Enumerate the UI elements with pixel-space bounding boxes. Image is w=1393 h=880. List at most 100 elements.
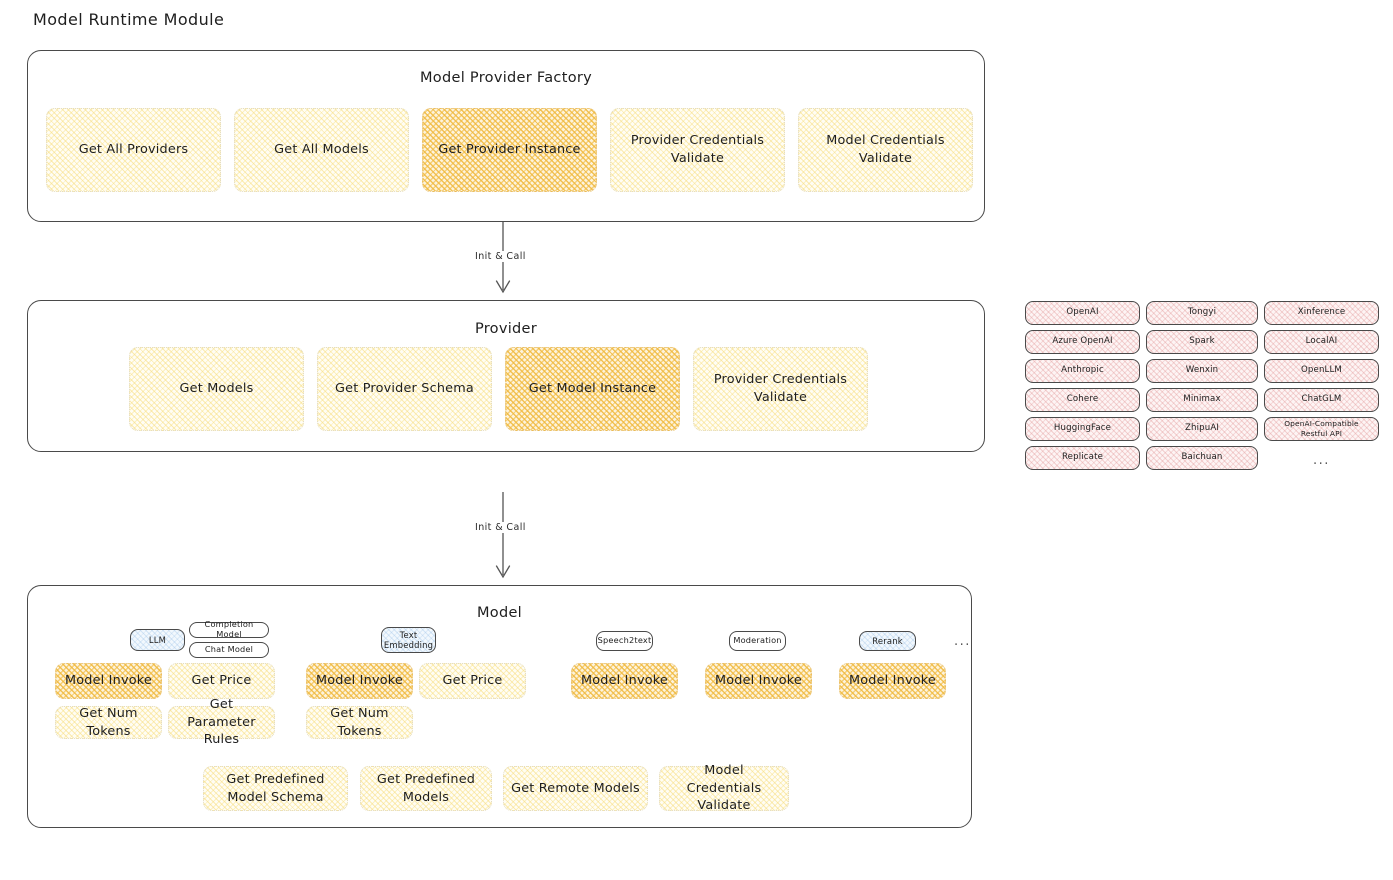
provider-chip-minimax[interactable]: Minimax	[1146, 388, 1258, 412]
chip-label: ChatGLM	[1301, 394, 1342, 405]
page-title: Model Runtime Module	[33, 10, 225, 29]
model-provider-factory-container: Model Provider Factory Get All Providers…	[27, 50, 985, 222]
badge-label: Text Embedding	[383, 629, 434, 651]
factory-node-model-credentials-validate[interactable]: Model Credentials Validate	[798, 108, 973, 192]
chip-label: Minimax	[1183, 394, 1221, 405]
node-label: Provider Credentials Validate	[713, 372, 848, 405]
arrow-factory-to-provider	[495, 222, 511, 294]
model-op-text-embedding-model-invoke[interactable]: Model Invoke	[306, 663, 413, 699]
model-type-badge-text-embedding[interactable]: Text Embedding	[381, 627, 436, 653]
model-op-speech2text-model-invoke[interactable]: Model Invoke	[571, 663, 678, 699]
model-op-llm-model-invoke[interactable]: Model Invoke	[55, 663, 162, 699]
model-types-more-ellipsis: ...	[954, 634, 971, 649]
model-common-op-get-remote-models[interactable]: Get Remote Models	[503, 766, 648, 811]
chip-label: Xinference	[1297, 307, 1346, 318]
model-common-op-get-predefined-model-schema[interactable]: Get Predefined Model Schema	[203, 766, 348, 811]
chip-label: Wenxin	[1185, 365, 1219, 376]
factory-node-get-all-providers[interactable]: Get All Providers	[46, 108, 221, 192]
chip-label: Azure OpenAI	[1052, 336, 1113, 347]
model-type-badge-moderation[interactable]: Moderation	[729, 631, 786, 651]
model-op-rerank-model-invoke[interactable]: Model Invoke	[839, 663, 946, 699]
provider-chip-spark[interactable]: Spark	[1146, 330, 1258, 354]
provider-chip-chatglm[interactable]: ChatGLM	[1264, 388, 1379, 412]
provider-chip-openai-compatible-restful-api[interactable]: OpenAI-Compatible Restful API	[1264, 417, 1379, 441]
provider-chip-wenxin[interactable]: Wenxin	[1146, 359, 1258, 383]
model-sub-badge-chat-model[interactable]: Chat Model	[189, 642, 269, 658]
badge-label: Speech2text	[597, 635, 652, 646]
factory-node-provider-credentials-validate[interactable]: Provider Credentials Validate	[610, 108, 785, 192]
node-label: Model Invoke	[580, 673, 668, 689]
model-sub-badge-completion-model[interactable]: Completion Model	[189, 619, 269, 639]
provider-chip-cohere[interactable]: Cohere	[1025, 388, 1140, 412]
provider-chip-openllm[interactable]: OpenLLM	[1264, 359, 1379, 383]
node-label: Get Remote Models	[511, 780, 640, 796]
chip-label: Baichuan	[1181, 452, 1223, 463]
node-label: Get Models	[179, 381, 254, 397]
model-type-badge-speech2text[interactable]: Speech2text	[596, 631, 653, 651]
model-op-llm-get-price[interactable]: Get Price	[168, 663, 275, 699]
node-label: Get All Models	[274, 142, 369, 158]
chip-label: Tongyi	[1187, 307, 1217, 318]
node-label: Get Predefined Models	[376, 771, 476, 805]
node-label: Get Model Instance	[528, 381, 657, 397]
provider-chip-anthropic[interactable]: Anthropic	[1025, 359, 1140, 383]
model-common-op-get-predefined-models[interactable]: Get Predefined Models	[360, 766, 492, 811]
arrow-label-init-and-call-1: Init & Call	[472, 251, 529, 262]
badge-label: Rerank	[872, 635, 903, 646]
provider-chip-zhipuai[interactable]: ZhipuAI	[1146, 417, 1258, 441]
provider-chip-localai[interactable]: LocalAI	[1264, 330, 1379, 354]
chip-label: Spark	[1189, 336, 1215, 347]
badge-label: Moderation	[733, 635, 782, 646]
node-label: Get Predefined Model Schema	[226, 771, 325, 805]
node-label: Get Provider Schema	[335, 381, 474, 397]
node-label: Get Price	[191, 673, 252, 689]
model-op-llm-get-num-tokens[interactable]: Get Num Tokens	[55, 706, 162, 739]
provider-node-get-model-instance[interactable]: Get Model Instance	[505, 347, 680, 431]
model-provider-factory-title: Model Provider Factory	[419, 70, 593, 86]
model-op-moderation-model-invoke[interactable]: Model Invoke	[705, 663, 812, 699]
provider-title: Provider	[474, 321, 538, 337]
provider-list-more-ellipsis: ...	[1313, 453, 1330, 468]
chip-label: HuggingFace	[1053, 423, 1112, 434]
node-label: Get All Providers	[78, 142, 189, 158]
chip-label: OpenAI-Compatible Restful API	[1284, 418, 1359, 438]
badge-label: LLM	[148, 634, 167, 645]
chip-label: LocalAI	[1305, 336, 1338, 347]
factory-node-get-provider-instance[interactable]: Get Provider Instance	[422, 108, 597, 192]
model-op-llm-get-parameter-rules[interactable]: Get Parameter Rules	[168, 697, 275, 747]
node-label: Provider Credentials Validate	[630, 133, 765, 166]
model-container: Model LLM Completion Model Chat Model Mo…	[27, 585, 981, 845]
node-label: Model Invoke	[64, 673, 152, 689]
provider-chip-baichuan[interactable]: Baichuan	[1146, 446, 1258, 470]
node-label: Get Num Tokens	[79, 705, 138, 739]
provider-chip-xinference[interactable]: Xinference	[1264, 301, 1379, 325]
provider-container: Provider Get Models Get Provider Schema …	[27, 300, 994, 469]
factory-node-get-all-models[interactable]: Get All Models	[234, 108, 409, 192]
provider-chip-openai[interactable]: OpenAI	[1025, 301, 1140, 325]
provider-chip-replicate[interactable]: Replicate	[1025, 446, 1140, 470]
chip-label: OpenAI	[1066, 307, 1099, 318]
provider-node-get-models[interactable]: Get Models	[129, 347, 304, 431]
node-label: Model Invoke	[848, 673, 936, 689]
model-common-op-model-credentials-validate[interactable]: Model Credentials Validate	[659, 763, 789, 813]
model-op-text-embedding-get-price[interactable]: Get Price	[419, 663, 526, 699]
model-title: Model	[476, 605, 523, 621]
provider-node-get-provider-schema[interactable]: Get Provider Schema	[317, 347, 492, 431]
chip-label: Cohere	[1066, 394, 1099, 405]
provider-chip-tongyi[interactable]: Tongyi	[1146, 301, 1258, 325]
chip-label: OpenLLM	[1301, 365, 1342, 376]
sub-badge-label: Chat Model	[204, 644, 254, 655]
node-label: Get Provider Instance	[438, 142, 581, 158]
provider-chip-azure-openai[interactable]: Azure OpenAI	[1025, 330, 1140, 354]
arrow-provider-to-model	[495, 492, 511, 579]
provider-node-provider-credentials-validate[interactable]: Provider Credentials Validate	[693, 347, 868, 431]
node-label: Model Credentials Validate	[826, 133, 945, 166]
node-label: Get Price	[442, 673, 503, 689]
model-op-text-embedding-get-num-tokens[interactable]: Get Num Tokens	[306, 706, 413, 739]
chip-label: ZhipuAI	[1184, 423, 1220, 434]
provider-chip-huggingface[interactable]: HuggingFace	[1025, 417, 1140, 441]
node-label: Model Invoke	[714, 673, 802, 689]
model-type-badge-rerank[interactable]: Rerank	[859, 631, 916, 651]
model-type-badge-llm[interactable]: LLM	[130, 629, 185, 651]
node-label: Model Credentials Validate	[686, 763, 762, 814]
